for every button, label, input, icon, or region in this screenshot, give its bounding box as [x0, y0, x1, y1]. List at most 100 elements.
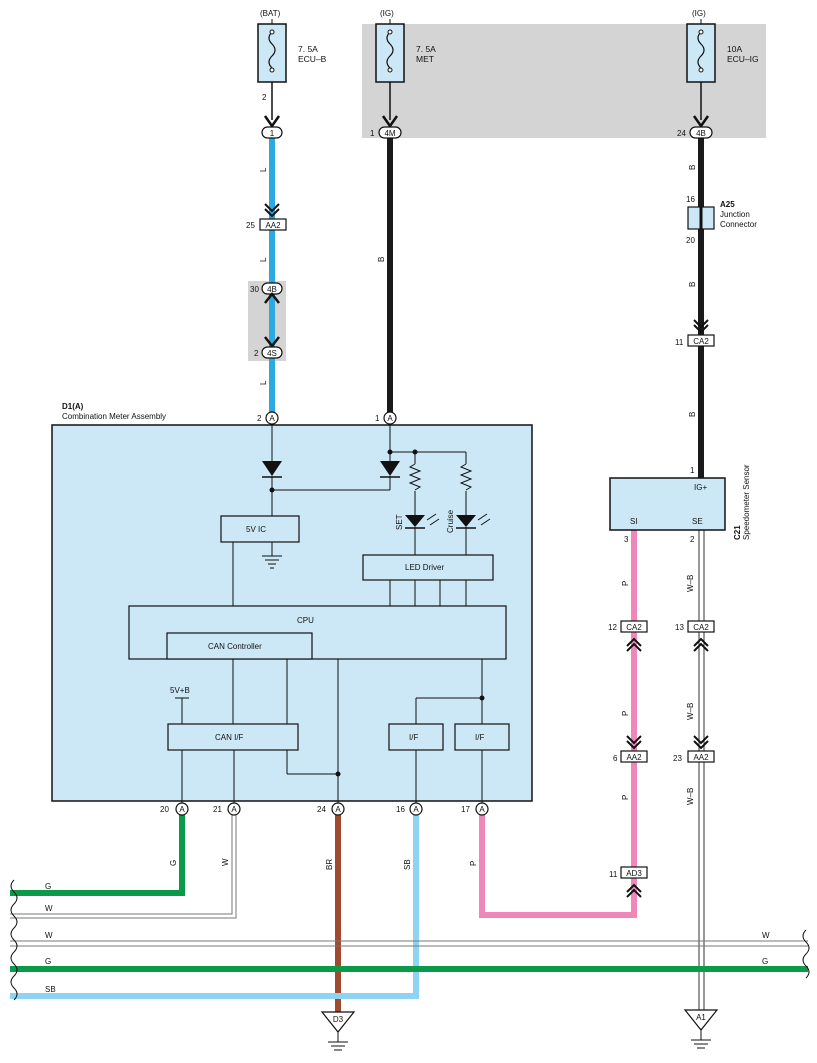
fuse-ecu-b: (BAT) 7. 5A ECU–B 2 — [257, 9, 327, 120]
svg-text:A: A — [179, 805, 185, 814]
svg-text:2: 2 — [257, 414, 262, 423]
svg-text:16: 16 — [396, 805, 405, 814]
svg-text:11: 11 — [675, 338, 684, 347]
svg-text:4S: 4S — [267, 349, 277, 358]
svg-text:CA2: CA2 — [693, 623, 709, 632]
svg-text:CA2: CA2 — [626, 623, 642, 632]
block-if-2: I/F — [475, 733, 484, 742]
svg-text:30: 30 — [250, 285, 259, 294]
wire-label: G — [169, 860, 178, 866]
svg-text:6: 6 — [613, 754, 618, 763]
svg-text:1: 1 — [375, 414, 380, 423]
svg-text:A: A — [269, 414, 275, 423]
svg-text:A1: A1 — [696, 1013, 706, 1022]
bus-label: G — [45, 882, 51, 891]
svg-text:21: 21 — [213, 805, 222, 814]
svg-text:24: 24 — [677, 129, 686, 138]
wire-w-out — [10, 815, 237, 919]
block-can-controller: CAN Controller — [208, 642, 262, 651]
svg-text:11: 11 — [609, 870, 618, 879]
meter-id: D1(A) — [62, 402, 84, 411]
wire-wb-sensor — [698, 530, 705, 1010]
fuse-met: (IG) 7. 5A MET — [375, 9, 436, 120]
svg-text:13: 13 — [675, 623, 684, 632]
wire-label: P — [469, 861, 478, 866]
wire-label: B — [377, 257, 386, 262]
svg-text:SI: SI — [630, 517, 638, 526]
wire-label: P — [621, 711, 630, 716]
fuse-rating: 7. 5A — [298, 44, 318, 54]
fuse-ecu-ig: (IG) 10A ECU–IG — [686, 9, 759, 120]
svg-text:1: 1 — [370, 129, 375, 138]
svg-text:1: 1 — [270, 129, 275, 138]
svg-text:AA2: AA2 — [265, 221, 281, 230]
block-can-if: CAN I/F — [215, 733, 244, 742]
block-led-driver: LED Driver — [405, 563, 444, 572]
wire-label: W–B — [686, 575, 695, 592]
bus-label: W — [45, 904, 53, 913]
connector-aa2-top: 25 AA2 — [246, 203, 287, 231]
fuse-source: (IG) — [380, 9, 394, 18]
fuse-source: (BAT) — [260, 9, 281, 18]
fuse-name: MET — [416, 54, 434, 64]
fuse-rating: 10A — [727, 44, 742, 54]
break-left — [10, 879, 18, 1001]
bus-label: G — [762, 957, 768, 966]
bus-label: G — [45, 957, 51, 966]
wire-label: L — [259, 380, 268, 385]
svg-text:1: 1 — [690, 466, 695, 475]
sensor-id: C21 — [733, 525, 742, 540]
ground-d3: D3 — [320, 1011, 356, 1051]
junction-connector-a25: 16 20 A25 Junction Connector — [686, 195, 757, 245]
fuse-name: ECU–B — [298, 54, 327, 64]
svg-text:4B: 4B — [267, 285, 277, 294]
wire-sb-out — [10, 815, 419, 999]
svg-text:AA2: AA2 — [626, 753, 642, 762]
led-icon — [456, 513, 491, 529]
speedometer-sensor: 1 IG+ SI SE C21 Speedometer Sensor 3 2 — [609, 464, 751, 544]
block-5v-ic: 5V IC — [246, 525, 266, 534]
svg-text:D3: D3 — [333, 1015, 344, 1024]
resistor-icon — [408, 463, 422, 491]
meter-name: Combination Meter Assembly — [62, 412, 166, 421]
fuse-name: ECU–IG — [727, 54, 759, 64]
wire-label: W–B — [686, 703, 695, 720]
connector-aa2-wb: 23 AA2 — [673, 735, 715, 763]
svg-text:2: 2 — [254, 349, 259, 358]
ground-a1: A1 — [683, 1009, 719, 1049]
svg-text:3: 3 — [624, 535, 629, 544]
wire-label: P — [621, 795, 630, 800]
bus-label: W — [45, 931, 53, 940]
wire-label: P — [621, 581, 630, 586]
svg-text:23: 23 — [673, 754, 682, 763]
svg-text:24: 24 — [317, 805, 326, 814]
svg-text:AA2: AA2 — [693, 753, 709, 762]
wire-label: BR — [325, 859, 334, 870]
svg-text:20: 20 — [160, 805, 169, 814]
ground-icon — [262, 555, 282, 569]
wire-label: L — [259, 257, 268, 262]
bus-label: SB — [45, 985, 56, 994]
svg-text:A: A — [335, 805, 341, 814]
wire-p-out — [479, 815, 637, 918]
combination-meter: D1(A) Combination Meter Assembly 2 A 1 A — [51, 402, 533, 816]
led-set-label: SET — [395, 514, 404, 530]
wire-label: SB — [403, 859, 412, 870]
break-right — [802, 929, 810, 979]
svg-text:A: A — [387, 414, 393, 423]
wire-label: W — [221, 858, 230, 866]
svg-text:Junction: Junction — [720, 210, 750, 219]
wire-label: W–B — [686, 788, 695, 805]
connector-ca2-wb: 13 CA2 — [675, 620, 715, 652]
block-cpu: CPU — [297, 616, 314, 625]
svg-text:12: 12 — [608, 623, 617, 632]
fuse-source: (IG) — [692, 9, 706, 18]
connector-4b-junction: 30 4B — [250, 282, 283, 295]
block-5v-b: 5V+B — [170, 686, 190, 695]
wire-label: B — [688, 412, 697, 417]
svg-text:16: 16 — [686, 195, 695, 204]
connector-ad3: 11 AD3 — [609, 866, 648, 898]
svg-text:17: 17 — [461, 805, 470, 814]
svg-text:A: A — [413, 805, 419, 814]
svg-text:SE: SE — [692, 517, 703, 526]
